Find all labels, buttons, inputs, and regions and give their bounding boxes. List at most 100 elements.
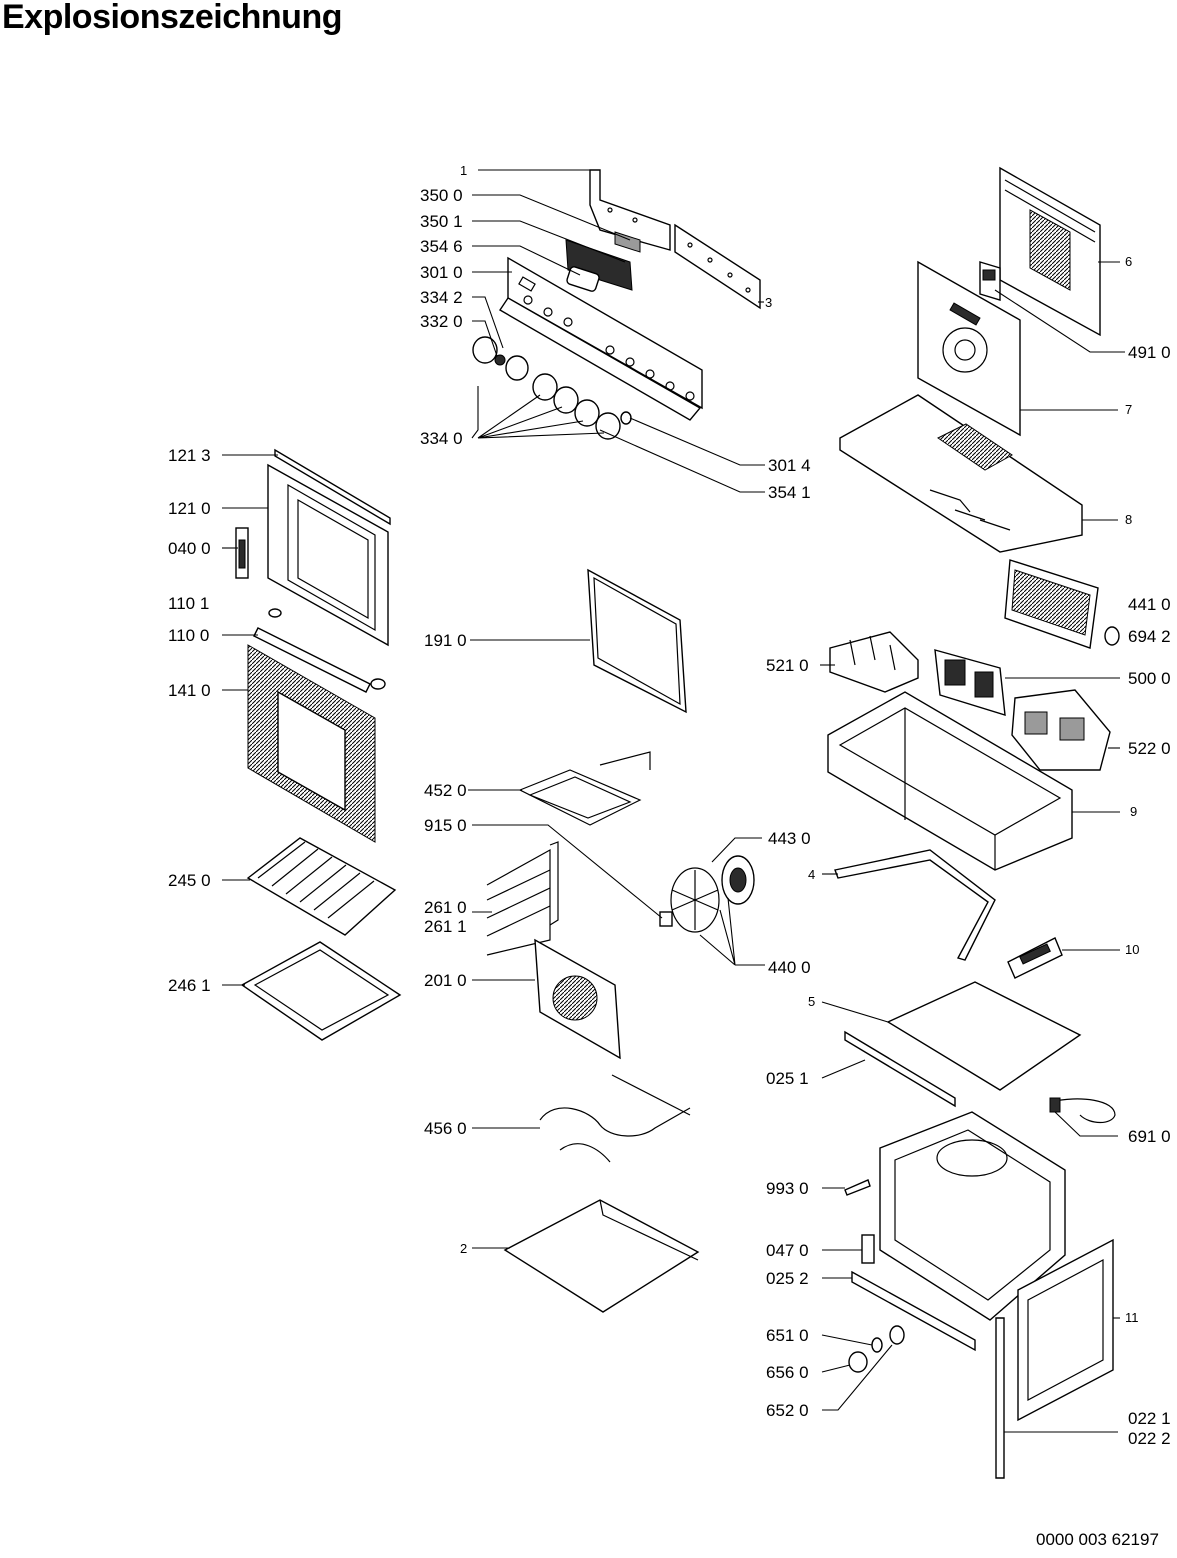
label-3: 3 bbox=[765, 295, 772, 310]
leader-lines bbox=[222, 169, 1125, 1433]
label-121-0: 121 0 bbox=[168, 499, 211, 518]
label-5: 5 bbox=[808, 994, 815, 1009]
part-2-bottom-panel bbox=[503, 1199, 700, 1313]
part-443-fan-motor bbox=[721, 855, 755, 905]
part-5-top-insulation-panel bbox=[886, 981, 1082, 1091]
label-4: 4 bbox=[808, 867, 815, 882]
label-441-0: 441 0 bbox=[1128, 595, 1171, 614]
label-040-0: 040 0 bbox=[168, 539, 211, 558]
part-8-top-cover bbox=[839, 394, 1083, 553]
label-456-0: 456 0 bbox=[424, 1119, 467, 1138]
part-245-oven-rack bbox=[246, 837, 397, 936]
part-191-inner-glass bbox=[587, 568, 687, 714]
label-651-0: 651 0 bbox=[766, 1326, 809, 1345]
label-141-0: 141 0 bbox=[168, 681, 211, 700]
part-521-switch-block bbox=[829, 631, 919, 693]
label-110-1: 110 1 bbox=[168, 594, 209, 613]
label-443-0: 443 0 bbox=[768, 829, 811, 848]
label-301-4: 301 4 bbox=[768, 456, 811, 475]
label-500-0: 500 0 bbox=[1128, 669, 1171, 688]
part-993-screw bbox=[844, 1179, 871, 1196]
part-350-electronic-module bbox=[565, 231, 641, 292]
part-121-0-door-frame bbox=[267, 463, 389, 647]
label-10: 10 bbox=[1125, 942, 1139, 957]
label-047-0: 047 0 bbox=[766, 1241, 809, 1260]
part-440-fan-blade bbox=[670, 867, 720, 933]
part-261-side-rails bbox=[486, 841, 559, 956]
part-246-baking-tray bbox=[240, 941, 402, 1041]
label-301-0: 301 0 bbox=[420, 263, 463, 282]
label-245-0: 245 0 bbox=[168, 871, 211, 890]
label-025-1: 025 1 bbox=[766, 1069, 809, 1088]
label-915-0: 915 0 bbox=[424, 816, 467, 835]
part-040-hinge bbox=[235, 527, 249, 579]
part-334-control-knobs bbox=[472, 336, 632, 440]
label-332-0: 332 0 bbox=[420, 312, 463, 331]
label-522-0: 522 0 bbox=[1128, 739, 1171, 758]
part-oven-cavity bbox=[879, 1111, 1066, 1321]
label-025-2: 025 2 bbox=[766, 1269, 809, 1288]
part-9-chassis-frame bbox=[827, 691, 1073, 871]
label-201-0: 201 0 bbox=[424, 971, 467, 990]
part-10-bracket bbox=[1007, 937, 1063, 979]
part-301-control-fascia bbox=[499, 256, 703, 421]
label-2: 2 bbox=[460, 1241, 467, 1256]
label-110-0: 110 0 bbox=[168, 626, 209, 645]
part-915-fan-nut bbox=[659, 911, 673, 927]
part-201-rear-panel bbox=[534, 938, 621, 1060]
label-9: 9 bbox=[1130, 804, 1137, 819]
label-7: 7 bbox=[1125, 402, 1132, 417]
part-11-side-panel bbox=[1017, 1238, 1114, 1422]
label-694-2: 694 2 bbox=[1128, 627, 1171, 646]
label-652-0: 652 0 bbox=[766, 1401, 809, 1420]
part-4-side-strip bbox=[834, 849, 996, 961]
part-110-door-handle bbox=[253, 608, 386, 693]
label-354-6: 354 6 bbox=[420, 237, 463, 256]
document-number: 0000 003 62197 bbox=[1036, 1530, 1159, 1549]
label-6: 6 bbox=[1125, 254, 1132, 269]
part-1-panel-bracket bbox=[589, 169, 671, 251]
part-121-3-door-trim bbox=[274, 448, 391, 526]
part-522-relay-board bbox=[1011, 689, 1111, 771]
label-261-0: 261 0 bbox=[424, 898, 467, 917]
label-656-0: 656 0 bbox=[766, 1363, 809, 1382]
part-141-door-glass bbox=[247, 644, 376, 843]
label-121-3: 121 3 bbox=[168, 446, 211, 465]
label-691-0: 691 0 bbox=[1128, 1127, 1171, 1146]
part-452-grill-element bbox=[518, 751, 651, 826]
label-334-0: 334 0 bbox=[420, 429, 463, 448]
part-047-latch bbox=[861, 1234, 875, 1264]
part-500-timer bbox=[934, 649, 1006, 716]
part-7-back-wall bbox=[917, 260, 1021, 437]
part-025-2-rail bbox=[851, 1270, 976, 1352]
label-491-0: 491 0 bbox=[1128, 343, 1171, 362]
part-456-bottom-element bbox=[539, 1074, 691, 1163]
label-440-0: 440 0 bbox=[768, 958, 811, 977]
part-441-cooling-fan bbox=[1004, 559, 1099, 649]
part-491-thermostat bbox=[979, 261, 1001, 301]
label-191-0: 191 0 bbox=[424, 631, 467, 650]
label-022-1: 022 1 bbox=[1128, 1409, 1171, 1428]
label-452-0: 452 0 bbox=[424, 781, 467, 800]
part-694-lamp bbox=[1104, 626, 1120, 646]
label-334-2: 334 2 bbox=[420, 288, 463, 307]
label-022-2: 022 2 bbox=[1128, 1429, 1171, 1448]
label-261-1: 261 1 bbox=[424, 917, 467, 936]
part-3-rear-plate bbox=[674, 223, 761, 310]
label-354-1: 354 1 bbox=[768, 483, 811, 502]
part-022-side-trim bbox=[995, 1317, 1005, 1479]
label-350-0: 350 0 bbox=[420, 186, 463, 205]
label-350-1: 350 1 bbox=[420, 212, 463, 231]
part-number-labels: 1 350 0 350 1 354 6 301 0 334 2 332 0 33… bbox=[168, 163, 1171, 1448]
part-6-rear-cover bbox=[999, 166, 1101, 337]
label-8: 8 bbox=[1125, 512, 1132, 527]
label-1: 1 bbox=[460, 163, 467, 178]
label-246-1: 246 1 bbox=[168, 976, 211, 995]
label-11: 11 bbox=[1125, 1310, 1139, 1325]
part-691-temperature-sensor bbox=[1049, 1097, 1116, 1124]
label-521-0: 521 0 bbox=[766, 656, 809, 675]
page-title: Explosionszeichnung bbox=[2, 0, 342, 36]
label-993-0: 993 0 bbox=[766, 1179, 809, 1198]
part-651-656-652-knob-set bbox=[848, 1325, 905, 1373]
